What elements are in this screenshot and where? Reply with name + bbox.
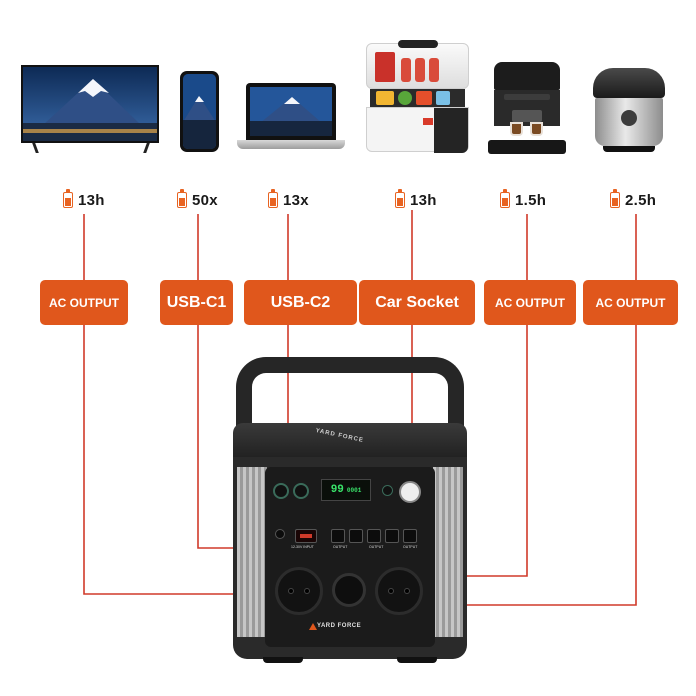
dc-input-label: 12-30V INPUT [291, 545, 314, 549]
dc-input-display [295, 529, 317, 543]
dc-input-port[interactable] [275, 529, 285, 539]
battery-icon [268, 189, 278, 208]
coffee-top [494, 62, 560, 90]
fridge-lid [366, 43, 469, 89]
tv-stand [32, 143, 46, 153]
display-row: 99 0001 [269, 475, 429, 505]
laptop-screen [246, 83, 336, 140]
cooker-knob [621, 110, 637, 126]
side-grip-right [433, 467, 463, 637]
fridge-contents [370, 89, 465, 107]
usb-a-port[interactable] [403, 529, 417, 543]
runtime-laptop: 13x [268, 189, 309, 210]
laptop-base [237, 140, 345, 149]
car-socket[interactable] [332, 573, 366, 607]
power-button[interactable] [399, 481, 421, 503]
usb-a-port[interactable] [367, 529, 381, 543]
rice-cooker [593, 68, 665, 152]
lcd-value: 99 [330, 484, 344, 496]
tv-stand [136, 143, 150, 153]
side-grip-left [237, 467, 267, 637]
portable-fridge [366, 40, 469, 153]
mountain-image [250, 87, 332, 136]
mountain-image [183, 74, 216, 149]
lcd-display: 99 0001 [321, 479, 371, 501]
runtime-value: 13x [283, 191, 309, 209]
tv-screen [21, 65, 159, 143]
ac-socket[interactable] [375, 567, 423, 615]
label-usb-c2: USB-C2 [244, 280, 357, 325]
runtime-value: 2.5h [625, 191, 657, 209]
mountain-image [23, 67, 157, 141]
battery-icon [500, 189, 510, 208]
usb-output-label: OUTPUT [333, 545, 348, 549]
ac-socket[interactable] [275, 567, 323, 615]
runtime-value: 1.5h [515, 191, 547, 209]
runtime-value: 13h [78, 191, 105, 209]
coffee-cup [530, 122, 543, 136]
runtime-value: 13h [410, 191, 437, 209]
cooker-foot [603, 146, 655, 152]
label-ac-output: AC OUTPUT [484, 280, 576, 325]
panel-button[interactable] [293, 483, 309, 499]
fridge-vent [434, 108, 468, 153]
port-row: 12-30V INPUT OUTPUT OUTPUT OUTPUT [273, 525, 429, 559]
usb-c2-port[interactable] [349, 529, 363, 543]
brand-label-bottom: YARD FORCE [317, 623, 362, 629]
station-foot [263, 657, 303, 663]
runtime-value: 50x [192, 191, 218, 209]
coffee-spout [512, 110, 542, 122]
brand-logo-icon [309, 623, 317, 630]
usb-c1-port[interactable] [331, 529, 345, 543]
cooker-body [595, 98, 663, 146]
lcd-small-value: 0001 [346, 486, 362, 494]
coffee-base [488, 140, 566, 154]
battery-icon [63, 189, 73, 208]
runtime-fridge: 13h [395, 189, 437, 210]
label-car-socket: Car Socket [359, 280, 475, 325]
coffee-machine [486, 62, 568, 154]
cooker-lid [593, 68, 665, 98]
battery-icon [610, 189, 620, 208]
phone-screen [183, 74, 216, 149]
runtime-cooker: 2.5h [610, 189, 657, 210]
coffee-cup [510, 122, 523, 136]
station-top [233, 423, 467, 461]
runtime-smartphone: 50x [177, 189, 218, 210]
usb-output-label: OUTPUT [403, 545, 418, 549]
fridge-body [366, 107, 469, 153]
station-foot [397, 657, 437, 663]
usb-a-port[interactable] [385, 529, 399, 543]
power-station: YARD FORCE 99 0001 12-30V INPUT OUTPUT O… [233, 357, 467, 663]
panel-button[interactable] [273, 483, 289, 499]
smartphone [180, 71, 219, 152]
usb-output-label: OUTPUT [369, 545, 384, 549]
label-usb-c1: USB-C1 [160, 280, 233, 325]
battery-icon [395, 189, 405, 208]
light-button[interactable] [382, 485, 393, 496]
fridge-handle [398, 40, 438, 48]
runtime-tv: 13h [63, 189, 105, 210]
runtime-coffee: 1.5h [500, 189, 547, 210]
label-ac-output: AC OUTPUT [40, 280, 128, 325]
battery-icon [177, 189, 187, 208]
label-ac-output: AC OUTPUT [583, 280, 678, 325]
